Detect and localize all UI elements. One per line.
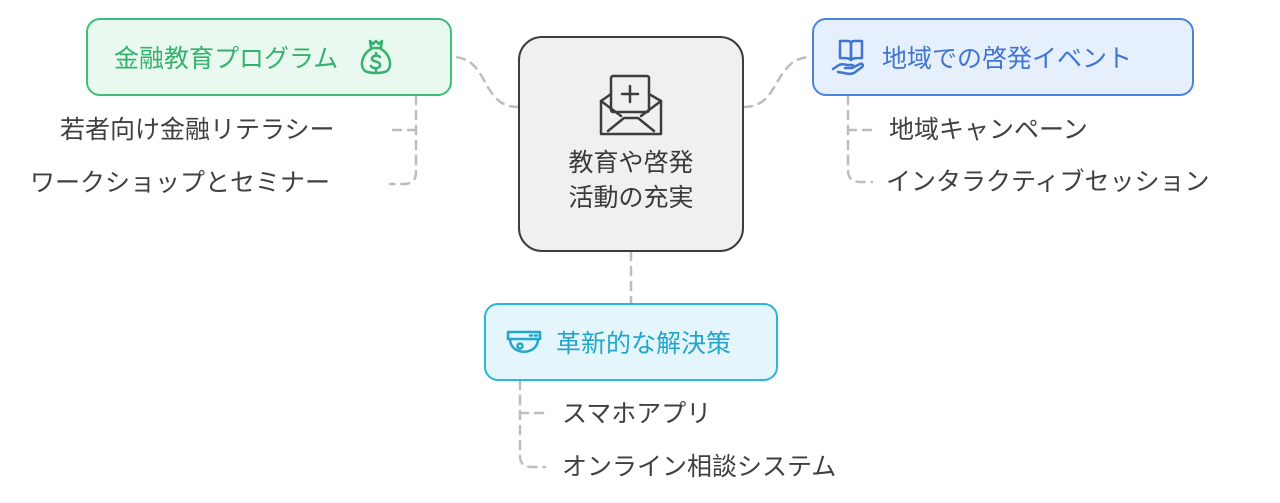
leaf-youth-financial-literacy[interactable]: 若者向け金融リテラシー <box>60 115 335 144</box>
central-title-line-2: 活動の充実 <box>568 183 694 212</box>
central-title-line-1: 教育や啓発 <box>568 148 694 177</box>
leaf-workshops-seminars[interactable]: ワークショップとセミナー <box>30 168 331 197</box>
leaf-interactive-sessions[interactable]: インタラクティブセッション <box>886 167 1210 196</box>
envelope-plus-icon <box>599 74 663 136</box>
security-camera-icon <box>506 330 542 353</box>
leaf-community-campaign[interactable]: 地域キャンペーン <box>889 115 1088 144</box>
branch-label: 革新的な解決策 <box>556 329 732 358</box>
branch-label: 地域での啓発イベント <box>882 44 1133 73</box>
branch-community-events[interactable]: 地域での啓発イベント <box>812 18 1194 96</box>
central-topic-title: 教育や啓発 活動の充実 <box>568 145 693 215</box>
book-hand-icon <box>831 39 865 75</box>
central-topic-node[interactable]: 教育や啓発 活動の充実 <box>518 36 744 252</box>
leaf-online-consultation-system[interactable]: オンライン相談システム <box>562 452 837 481</box>
branch-financial-education[interactable]: 金融教育プログラム <box>86 18 452 96</box>
branch-innovative-solutions[interactable]: 革新的な解決策 <box>484 303 778 381</box>
branch-label: 金融教育プログラム <box>114 44 339 73</box>
leaf-smartphone-app[interactable]: スマホアプリ <box>562 399 712 428</box>
money-bag-icon <box>361 39 392 75</box>
